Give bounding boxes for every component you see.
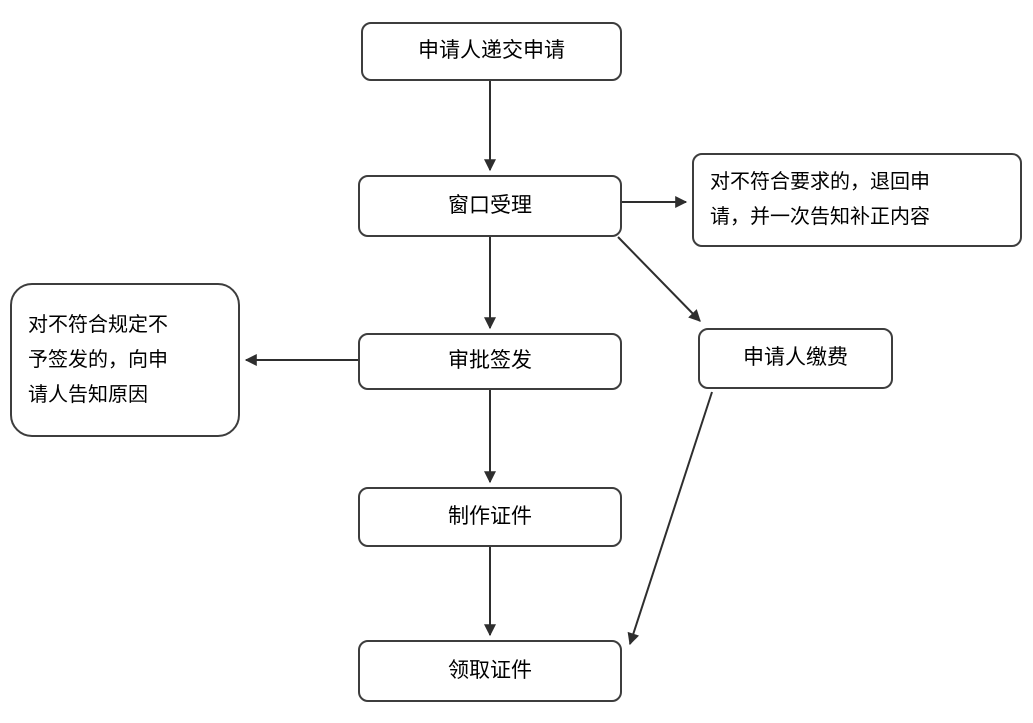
node-reject-reason-note: 对不符合规定不 予签发的，向申 请人告知原因 xyxy=(10,283,240,437)
node-collect-certificate: 领取证件 xyxy=(358,640,622,702)
arrow-pay-to-collect xyxy=(627,391,713,646)
node-approval-issuance: 审批签发 xyxy=(358,333,622,390)
node-window-acceptance: 窗口受理 xyxy=(358,175,622,237)
arrow-window-to-pay xyxy=(617,236,701,322)
node-submit-application: 申请人递交申请 xyxy=(361,22,622,81)
node-make-certificate: 制作证件 xyxy=(358,487,622,547)
node-applicant-payment: 申请人缴费 xyxy=(698,328,893,389)
node-return-application-note: 对不符合要求的，退回申 请，并一次告知补正内容 xyxy=(692,153,1022,247)
